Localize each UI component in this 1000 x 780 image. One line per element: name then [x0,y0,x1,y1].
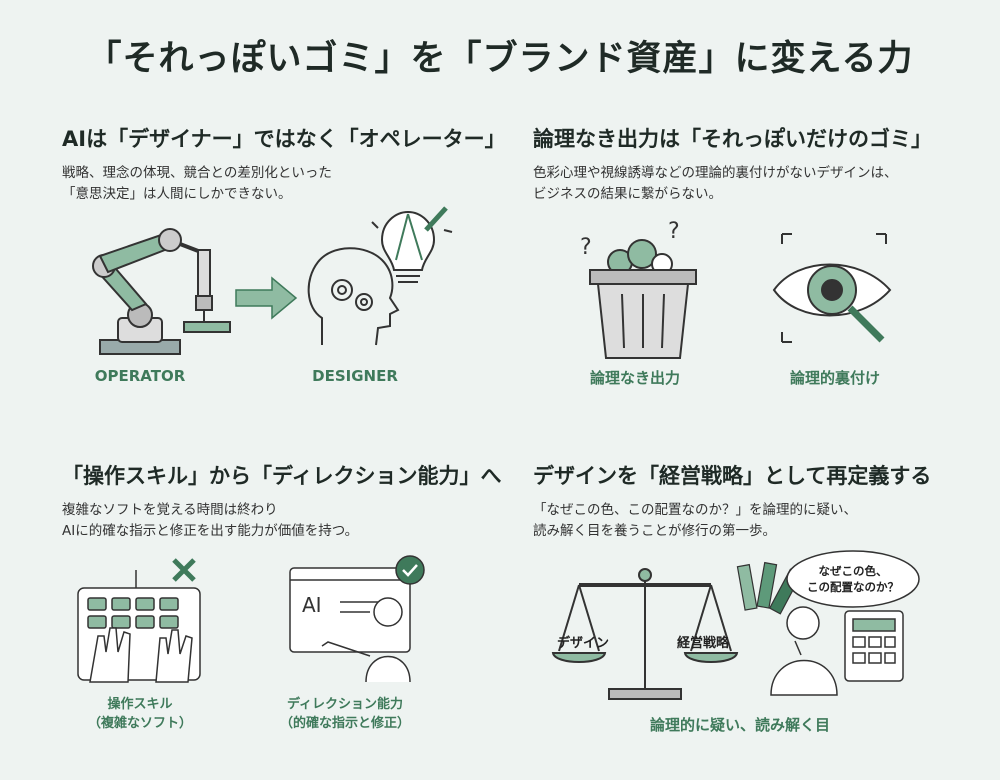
robot-arm-icon [92,228,231,355]
calculator-icon [844,610,904,682]
keypad-hands-icon [77,558,201,683]
desc-line: 色彩心理や視線誘導などの理論的裏付けがないデザインは、 [533,165,898,181]
eye-magnifier-icon [772,233,892,343]
head-gears-icon [307,247,400,346]
caption-logicless-output: 論理なき出力 [589,369,680,387]
thinking-person-icon [770,606,838,696]
balance-scale-icon: デザイン 経営戦略 [551,568,739,700]
logic-illustration: ? ? [580,219,892,359]
caption-critical-eye: 論理的に疑い、読み解く目 [649,716,830,734]
operator-designer-illustration [92,206,453,355]
desc-line: 戦略、理念の体現、競合との差別化といった [62,165,332,181]
panel-description: 複雑なソフトを覚える時間は終わり AIに的確な指示と修正を出す能力が価値を持つ。 [62,500,502,542]
bubble-line: この配置なのか？ [807,580,899,594]
trash-can-icon: ? ? [580,219,697,359]
caption-main: ディレクション能力 [286,697,404,712]
panel-direction: 「操作スキル」から「ディレクション能力」へ 複雑なソフトを覚える時間は終わり A… [62,460,502,542]
desc-line: 「意思決定」は人間にしかできない。 [62,186,292,202]
caption-sub: （的確な指示と修正） [279,716,410,731]
scale-label-design: デザイン [557,635,609,651]
panel-heading: 論理なき出力は「それっぽいだけのゴミ」 [533,127,932,151]
panel-strategy: デザインを「経営戦略」として再定義する 「なぜこの色、この配置なのか？」を論理的… [533,460,973,542]
caption-direction-ability: ディレクション能力 （的確な指示と修正） [260,695,430,733]
screen-ai-text: AI [302,593,322,617]
caption-logical-backing: 論理的裏付け [789,369,880,387]
lightbulb-compass-icon [371,206,453,283]
caption-sub: （複雑なソフト） [87,716,192,731]
panel-description: 戦略、理念の体現、競合との差別化といった 「意思決定」は人間にしかできない。 [62,163,502,205]
desc-line: 読み解く目を養うことが修行の第一歩。 [533,523,776,539]
desc-line: 「なぜこの色、この配置なのか？」を論理的に疑い、 [533,502,857,518]
direction-illustration: AI [77,555,425,683]
svg-text:?: ? [668,219,680,244]
panel-description: 色彩心理や視線誘導などの理論的裏付けがないデザインは、 ビジネスの結果に繋がらな… [533,163,973,205]
panel-logic: 論理なき出力は「それっぽいだけのゴミ」 色彩心理や視線誘導などの理論的裏付けがな… [533,123,973,205]
panel-operator: AIは「デザイナー」ではなく「オペレーター」 戦略、理念の体現、競合との差別化と… [62,123,506,205]
scale-label-strategy: 経営戦略 [677,635,730,651]
speech-bubble: なぜこの色、 この配置なのか？ [786,550,920,608]
panel-heading: 「操作スキル」から「ディレクション能力」へ [62,464,502,488]
arrow-right-icon [235,276,298,320]
screen-person-icon: AI [289,555,425,683]
panel-heading: AIは「デザイナー」ではなく「オペレーター」 [62,127,506,151]
svg-text:?: ? [580,235,592,260]
bubble-line: なぜこの色、 [819,564,888,578]
desc-line: 複雑なソフトを覚える時間は終わり [62,502,278,518]
desc-line: ビジネスの結果に繋がらない。 [533,186,722,202]
caption-designer: DESIGNER [312,367,398,385]
panel-description: 「なぜこの色、この配置なのか？」を論理的に疑い、 読み解く目を養うことが修行の第… [533,500,973,542]
caption-operation-skill: 操作スキル （複雑なソフト） [70,695,210,733]
page-title: 「それっぽいゴミ」を「ブランド資産」に変える力 [86,39,914,79]
strategy-illustration: デザイン 経営戦略 なぜこの色、 この配置なのか？ [551,550,920,700]
panel-heading: デザインを「経営戦略」として再定義する [533,464,932,488]
desc-line: AIに的確な指示と修正を出す能力が価値を持つ。 [62,523,359,539]
caption-main: 操作スキル [107,697,173,712]
caption-operator: OPERATOR [94,367,186,385]
